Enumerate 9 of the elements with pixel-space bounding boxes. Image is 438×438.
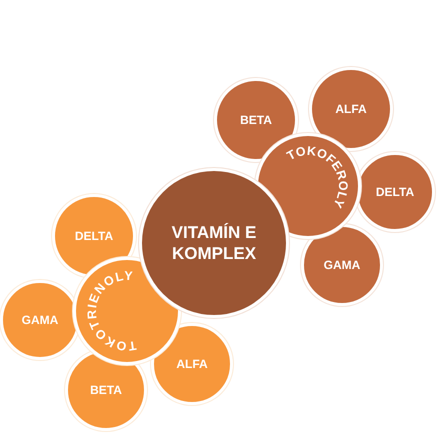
node-label: ALFA: [176, 357, 208, 371]
node-label: DELTA: [74, 229, 114, 243]
node-label: ALFA: [335, 102, 367, 116]
node-label: GAMA: [324, 258, 360, 272]
node-label: VITAMÍN E KOMPLEX: [170, 222, 258, 264]
node-label: BETA: [240, 113, 272, 127]
node-label: DELTA: [376, 185, 414, 199]
node-label: BETA: [90, 383, 122, 397]
node-label: GAMA: [22, 313, 58, 327]
